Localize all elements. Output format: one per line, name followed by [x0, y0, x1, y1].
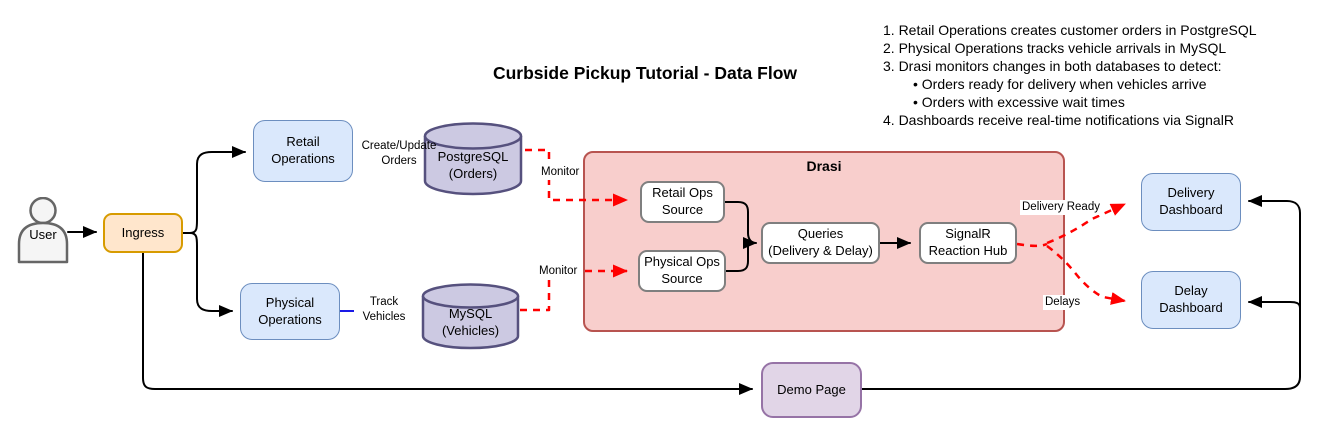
user-actor: User: [16, 197, 70, 265]
edge-physical-source-to-queries: [725, 241, 749, 272]
node-retail-ops-source: Retail Ops Source: [640, 181, 725, 223]
edge-ingress-to-retail-ops: [189, 146, 246, 234]
notes-list: 1. Retail Operations creates customer or…: [883, 21, 1257, 129]
edge-label-delivery-ready: Delivery Ready: [1020, 200, 1102, 215]
edge-ingress-to-physical-ops: [189, 232, 233, 317]
edge-ingress-to-demo-page: [142, 252, 753, 395]
edge-label-monitor-bottom: Monitor: [537, 264, 580, 279]
edge-label-create-update-orders: Create/Update Orders: [361, 140, 437, 167]
postgresql-label: PostgreSQL (Orders): [437, 149, 509, 181]
note-item: 3. Drasi monitors changes in both databa…: [883, 58, 1222, 74]
edge-label-delays: Delays: [1043, 295, 1083, 310]
edge-signalr-to-delivery-dashboard: [1046, 202, 1126, 245]
node-physical-operations: Physical Operations: [240, 283, 340, 340]
node-signalr-reaction-hub: SignalR Reaction Hub: [919, 222, 1017, 264]
node-mysql: MySQL (Vehicles): [421, 283, 520, 350]
note-sub-item: • Orders ready for delivery when vehicle…: [913, 76, 1207, 92]
note-item: 1. Retail Operations creates customer or…: [883, 22, 1257, 38]
node-queries: Queries (Delivery & Delay): [761, 222, 880, 264]
user-label: User: [29, 227, 57, 242]
note-item: 4. Dashboards receive real-time notifica…: [883, 112, 1234, 128]
node-physical-ops-source: Physical Ops Source: [638, 250, 726, 292]
drasi-title: Drasi: [806, 158, 842, 174]
note-item: 2. Physical Operations tracks vehicle ar…: [883, 40, 1227, 56]
note-sub-item: • Orders with excessive wait times: [913, 94, 1125, 110]
database-cylinder-icon: [421, 283, 520, 350]
node-delay-dashboard: Delay Dashboard: [1141, 271, 1241, 329]
edge-signalr-fork: [1016, 242, 1048, 248]
node-delivery-dashboard: Delivery Dashboard: [1141, 173, 1241, 231]
diagram-title: Curbside Pickup Tutorial - Data Flow: [492, 63, 797, 83]
edge-demo-page-to-delay-dashboard: [1248, 296, 1301, 309]
edge-signalr-to-delay-dashboard: [1046, 244, 1126, 305]
node-postgresql: PostgreSQL (Orders): [423, 122, 523, 196]
database-cylinder-icon: [423, 122, 523, 196]
edge-retail-source-to-queries: [724, 201, 757, 249]
node-ingress: Ingress: [103, 213, 183, 253]
edge-label-monitor-top: Monitor: [539, 165, 582, 180]
edge-mysql-monitor: [520, 264, 628, 312]
node-demo-page: Demo Page: [761, 362, 862, 418]
edge-label-track-vehicles: Track Vehicles: [354, 295, 414, 325]
edge-demo-page-to-delivery-dashboard: [861, 195, 1301, 390]
node-retail-operations: Retail Operations: [253, 120, 353, 182]
mysql-label: MySQL (Vehicles): [441, 306, 500, 338]
person-icon: [17, 197, 69, 264]
